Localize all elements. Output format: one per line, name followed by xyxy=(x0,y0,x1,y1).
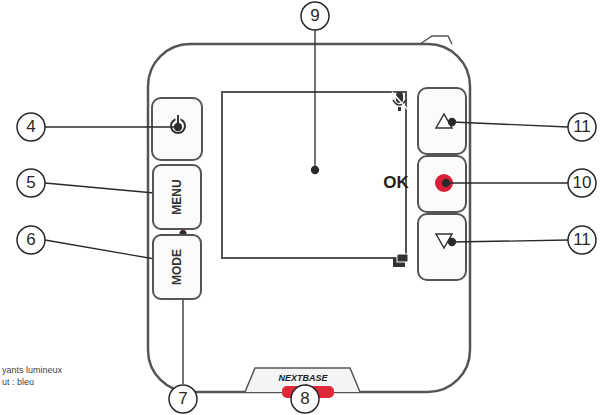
mic-icon xyxy=(392,92,408,111)
button-text: MENU xyxy=(170,179,184,214)
down-button xyxy=(418,214,466,280)
note-text: yants lumineux xyxy=(2,364,102,376)
callout-number: 6 xyxy=(17,228,45,252)
callout-number: 11 xyxy=(568,115,596,139)
callout-number: 11 xyxy=(568,228,596,252)
leader-lines xyxy=(45,30,568,396)
button: MENU xyxy=(152,164,202,230)
callout-circles xyxy=(17,2,596,413)
callout-number: 10 xyxy=(568,171,596,195)
screen xyxy=(222,92,406,258)
callout-number: 4 xyxy=(17,115,45,139)
callout-number: 8 xyxy=(291,387,319,411)
button-label: OK xyxy=(378,172,414,194)
button-text: MODE xyxy=(170,249,184,285)
mount-tab xyxy=(420,36,452,44)
up-button xyxy=(418,88,466,154)
ok-button xyxy=(418,156,466,212)
view-icon xyxy=(393,254,408,267)
note-text: ut : bleu xyxy=(2,376,102,388)
brand-logo: NEXTBASE xyxy=(262,371,344,385)
callout-number: 5 xyxy=(17,171,45,195)
power-button xyxy=(152,98,202,160)
callout-number: 9 xyxy=(301,4,329,28)
button: MODE xyxy=(152,234,202,300)
camera-body xyxy=(148,44,470,392)
callout-number: 7 xyxy=(169,387,197,411)
